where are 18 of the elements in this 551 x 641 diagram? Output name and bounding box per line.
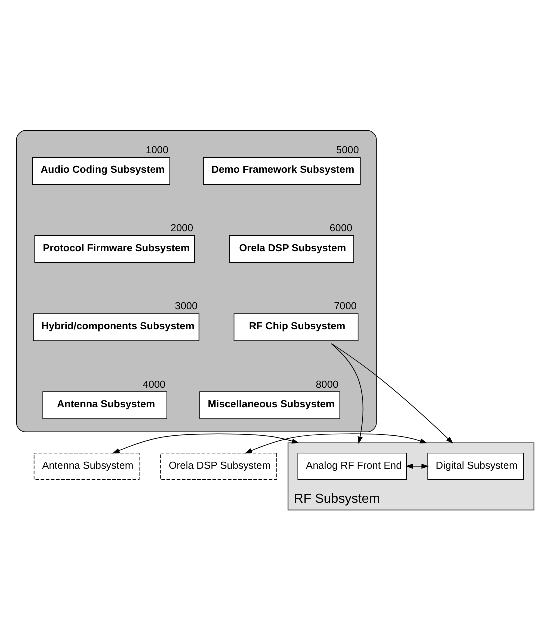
node-box: Digital Subsystem (428, 452, 524, 480)
arrow (332, 344, 454, 444)
node-label: 8000 (316, 380, 339, 391)
node-box: Orela DSP Subsystem (160, 452, 278, 480)
node-box: Analog RF Front End (298, 452, 408, 480)
arrow (244, 434, 428, 454)
node-label: 7000 (334, 302, 357, 313)
node-label: 2000 (170, 224, 194, 235)
cluster (16, 130, 377, 433)
arrow (112, 434, 300, 454)
node-label: 4000 (143, 380, 166, 391)
node-label: 3000 (175, 302, 198, 313)
node-label: 6000 (330, 224, 353, 235)
node-box: Antenna Subsystem (34, 452, 140, 480)
arrow (406, 464, 430, 470)
node-label: 5000 (336, 146, 360, 157)
node-label: 1000 (146, 146, 169, 157)
arrow (331, 344, 364, 444)
